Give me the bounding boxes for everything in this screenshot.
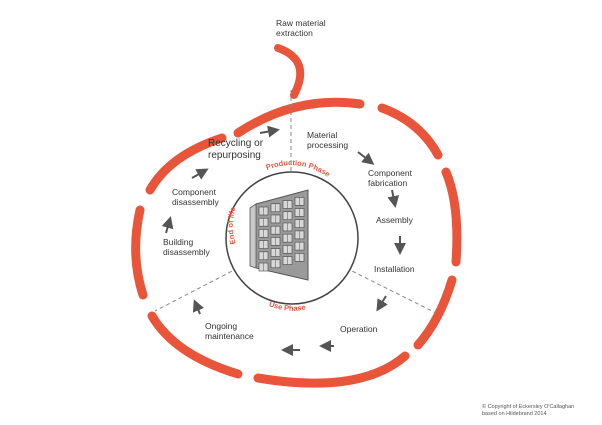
flow-arrows bbox=[161, 125, 406, 356]
phase-label-end-of-life: End of life bbox=[226, 206, 238, 245]
raw-material-arc bbox=[274, 44, 305, 99]
arrow-processing-to-fabrication bbox=[357, 151, 375, 165]
building-facade-icon bbox=[249, 189, 309, 281]
stage-ongoing-maintenance: Ongoing maintenance bbox=[205, 321, 254, 341]
arrow-fabrication-to-assembly bbox=[387, 189, 400, 208]
arrow-maintenance-upward bbox=[192, 299, 204, 315]
stage-installation: Installation bbox=[374, 264, 415, 274]
stage-material-processing: Material processing bbox=[307, 130, 349, 150]
arrow-disassembly-to-component bbox=[161, 216, 174, 234]
stage-component-fabrication: Component fabrication bbox=[368, 168, 412, 188]
stage-recycling-or-repurposing: Recycling or repurposing bbox=[208, 138, 264, 161]
arrow-installation-to-operation bbox=[376, 295, 388, 312]
outer-ring bbox=[131, 97, 462, 388]
svg-text:End of life: End of life bbox=[226, 206, 238, 245]
arrow-recycling-to-processing bbox=[259, 125, 280, 138]
phase-separators bbox=[154, 90, 437, 314]
stage-building-disassembly: Building disassembly bbox=[163, 237, 210, 257]
stage-operation: Operation bbox=[340, 324, 378, 334]
arrow-component-to-recycling bbox=[191, 168, 209, 180]
copyright-credit: © Copyright of Eckersley O'Callaghan bas… bbox=[482, 404, 575, 417]
stage-assembly: Assembly bbox=[376, 215, 413, 225]
stage-component-disassembly: Component disassembly bbox=[172, 187, 219, 207]
stage-raw-material-extraction: Raw material extraction bbox=[276, 18, 326, 38]
